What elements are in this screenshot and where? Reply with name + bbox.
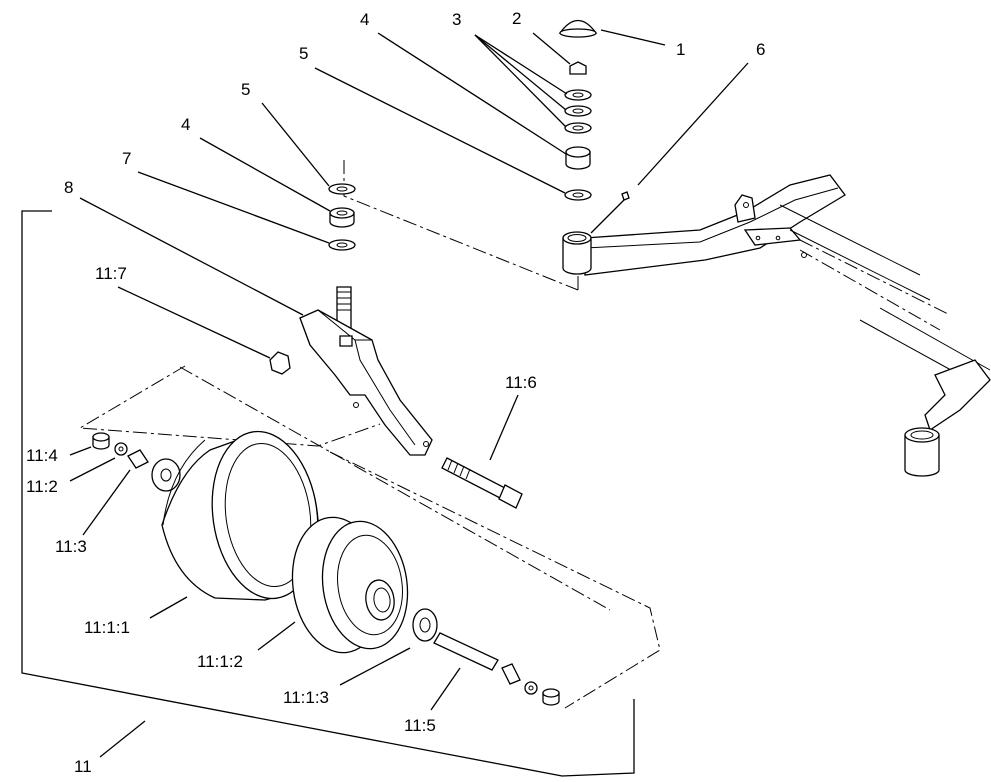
callout-2: 2	[512, 9, 521, 28]
callout-11: 11	[74, 757, 92, 776]
assembly-11-bracket	[21, 210, 635, 777]
wheel-bearing	[412, 608, 438, 642]
callout-11-1-1: 11:1:1	[84, 618, 130, 637]
axle-bolt-11-6	[441, 457, 523, 509]
callout-labels: 1 2 3 4 5 6 5 4 7 8 11:7 11:6 11:4 11:2 …	[26, 9, 765, 776]
locknut-11-7	[269, 351, 291, 375]
callout-4-top: 4	[360, 10, 369, 29]
caster-fork	[299, 286, 433, 456]
callout-11-4: 11:4	[26, 446, 58, 465]
callout-11-3: 11:3	[55, 537, 87, 556]
callout-6: 6	[756, 40, 765, 59]
leader-lines	[69, 29, 749, 758]
right-wheel-hardware	[501, 663, 560, 706]
callout-3: 3	[452, 10, 461, 29]
wheel-rim	[291, 516, 409, 654]
callout-8: 8	[64, 178, 73, 197]
callout-5-top: 5	[299, 44, 308, 63]
callout-7: 7	[122, 149, 131, 168]
wheel-tire	[161, 430, 319, 601]
callout-1: 1	[676, 40, 685, 59]
fork-hardware-stack	[328, 183, 356, 251]
left-wheel-hardware	[92, 432, 181, 492]
axle-spacer-11-5	[433, 632, 499, 671]
callout-11-7: 11:7	[95, 264, 127, 283]
callout-11-6: 11:6	[505, 373, 537, 392]
callout-11-1-2: 11:1:2	[197, 652, 243, 671]
callout-11-1-3: 11:1:3	[283, 688, 329, 707]
frame-arm	[562, 174, 991, 477]
callout-5-fork: 5	[241, 80, 250, 99]
callout-11-2: 11:2	[26, 477, 58, 496]
callout-11-5: 11:5	[404, 716, 436, 735]
callout-4-fork: 4	[181, 115, 190, 134]
top-hardware-stack	[558, 19, 630, 201]
